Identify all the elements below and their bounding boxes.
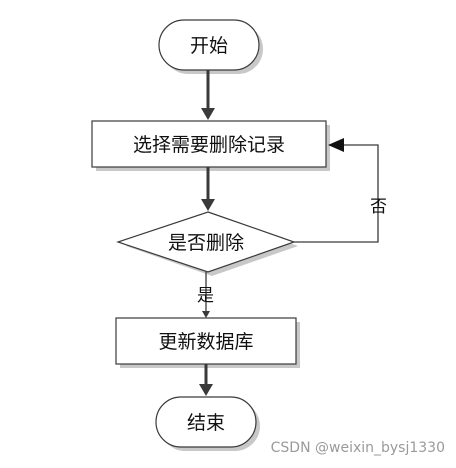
end-node: 结束 [155,396,260,451]
arrow-head-yes [202,311,210,318]
arrow-head-no-loop [328,138,344,152]
edge-label-yes: 是 [197,286,214,306]
decision-node: 是否删除 [116,211,298,276]
end-label: 结束 [187,412,225,434]
arrow-head-update-to-end [199,384,213,396]
select-record-label: 选择需要删除记录 [133,134,285,156]
select-record-node: 选择需要删除记录 [91,120,330,171]
arrow-head-select-to-decision [201,199,215,211]
start-node: 开始 [158,19,263,74]
update-db-node: 更新数据库 [115,317,300,368]
edge-label-no: 否 [370,197,387,217]
decision-label: 是否删除 [168,232,244,254]
arrow-head-start-to-select [201,108,215,120]
start-label: 开始 [190,35,228,57]
watermark: CSDN @weixin_bysj1330 [271,440,445,456]
update-db-label: 更新数据库 [158,331,253,353]
arrow-no-loop [294,144,379,243]
